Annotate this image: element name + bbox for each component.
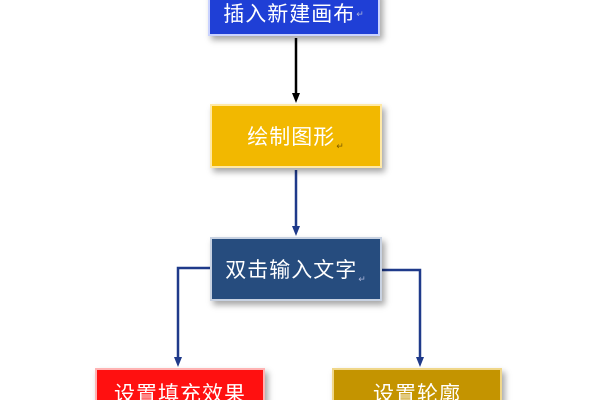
return-mark-icon: ↵ [356,10,365,20]
node-label: 双击输入文字 [225,258,358,282]
return-mark-icon: ↵ [336,142,345,152]
node-label: 设置轮廓 [373,382,461,400]
node-label: 绘制图形 [247,125,336,149]
node-enter-text[interactable]: 双击输入文字↵ [210,237,382,301]
node-insert-canvas[interactable]: 插入新建画布↵ [208,0,380,36]
edge-n3-n5 [382,268,424,367]
return-mark-icon: ↵ [358,275,367,285]
node-draw-shape[interactable]: 绘制图形↵ [210,104,382,168]
edge-n3-n4 [174,266,210,367]
node-label: 设置填充效果 [114,382,246,400]
node-set-outline[interactable]: 设置轮廓 [332,368,502,400]
node-set-fill[interactable]: 设置填充效果 [95,368,265,400]
node-label: 插入新建画布 [223,2,356,26]
